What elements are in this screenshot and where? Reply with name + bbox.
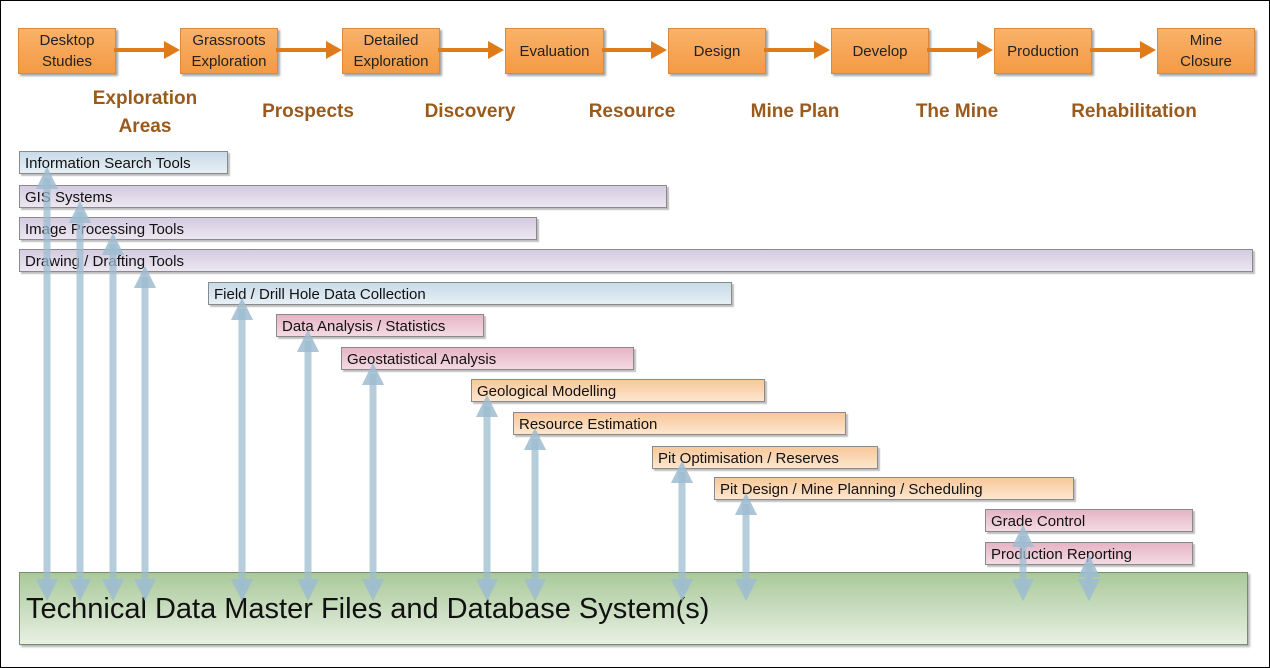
tool-pit-optimisation: Pit Optimisation / Reserves <box>652 446 878 469</box>
stage-detailed-exploration: Detailed Exploration <box>342 28 440 74</box>
stage-develop: Develop <box>831 28 929 74</box>
tool-grade-control: Grade Control <box>985 509 1193 532</box>
tool-drawing-drafting: Drawing / Drafting Tools <box>19 249 1253 272</box>
outcome-rehabilitation: Rehabilitation <box>1071 101 1197 122</box>
tool-image-processing: Image Processing Tools <box>19 217 537 240</box>
stage-grassroots-exploration: Grassroots Exploration <box>180 28 278 74</box>
outcome-resource: Resource <box>588 101 676 122</box>
tool-pit-design: Pit Design / Mine Planning / Scheduling <box>714 477 1074 500</box>
flow-arrow <box>438 41 504 59</box>
outcome-discovery: Discovery <box>424 101 516 122</box>
stage-design: Design <box>668 28 766 74</box>
flow-arrow <box>927 41 993 59</box>
tool-geostatistical-analysis: Geostatistical Analysis <box>341 347 634 370</box>
stage-evaluation: Evaluation <box>505 28 604 74</box>
flow-arrow <box>602 41 667 59</box>
tool-field-drill-hole: Field / Drill Hole Data Collection <box>208 282 732 305</box>
outcome-prospects: Prospects <box>262 101 354 122</box>
outcome-the-mine: The Mine <box>915 101 999 122</box>
stage-mine-closure: Mine Closure <box>1157 28 1255 74</box>
tool-gis-systems: GIS Systems <box>19 185 667 208</box>
stage-desktop-studies: Desktop Studies <box>18 28 116 74</box>
tool-information-search: Information Search Tools <box>19 151 228 174</box>
stage-production: Production <box>994 28 1092 74</box>
tool-resource-estimation: Resource Estimation <box>513 412 846 435</box>
outcome-exploration-areas: Exploration Areas <box>92 88 198 137</box>
flow-arrow <box>114 41 180 59</box>
flow-arrow <box>1090 41 1156 59</box>
tool-data-analysis: Data Analysis / Statistics <box>276 314 484 337</box>
flow-arrow <box>276 41 342 59</box>
tool-geological-modelling: Geological Modelling <box>471 379 765 402</box>
database-system: Technical Data Master Files and Database… <box>19 572 1248 645</box>
outcome-mine-plan: Mine Plan <box>750 101 840 122</box>
tool-production-reporting: Production Reporting <box>985 542 1193 565</box>
flow-arrow <box>764 41 830 59</box>
